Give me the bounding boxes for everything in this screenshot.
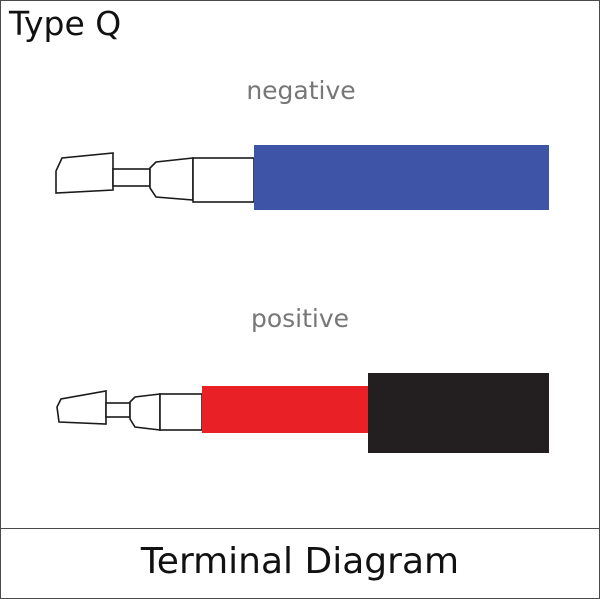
negative-connector-sleeve bbox=[192, 157, 255, 203]
negative-wire bbox=[254, 145, 549, 210]
negative-caption: negative bbox=[246, 76, 356, 105]
footer-divider bbox=[0, 528, 600, 529]
positive-wire-red bbox=[202, 386, 370, 433]
positive-connector-tip bbox=[56, 390, 107, 425]
negative-terminal bbox=[55, 145, 549, 210]
positive-connector-collar bbox=[129, 393, 161, 431]
positive-wire-black bbox=[368, 373, 549, 453]
positive-connector-neck bbox=[105, 402, 131, 418]
negative-connector-collar bbox=[149, 157, 194, 201]
positive-terminal bbox=[56, 373, 549, 453]
negative-connector-neck bbox=[112, 168, 151, 187]
positive-connector-sleeve bbox=[159, 393, 203, 431]
negative-connector-tip bbox=[55, 152, 114, 194]
positive-caption: positive bbox=[250, 304, 350, 333]
type-label: Type Q bbox=[9, 4, 122, 43]
diagram-title: Terminal Diagram bbox=[140, 541, 460, 582]
